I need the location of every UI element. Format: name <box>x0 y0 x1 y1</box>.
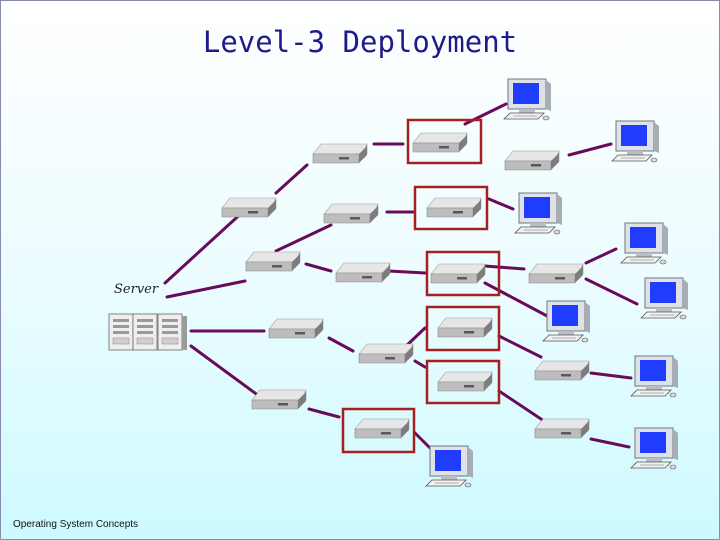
router-icon <box>430 263 486 284</box>
router-icon <box>504 150 560 171</box>
link <box>387 269 427 275</box>
highlight-box <box>406 118 483 165</box>
link <box>307 407 341 419</box>
links <box>163 102 639 451</box>
computer-icon <box>542 300 591 343</box>
router-icon <box>534 360 590 381</box>
router-icon <box>437 317 493 338</box>
computer-icon <box>640 277 689 320</box>
footer-text: Operating System Concepts <box>13 519 139 530</box>
link <box>163 207 248 285</box>
highlight-box <box>425 305 501 352</box>
computer-icon <box>620 222 669 265</box>
routers <box>221 132 590 439</box>
router-icon <box>437 371 493 392</box>
link <box>497 334 543 359</box>
link <box>413 431 433 451</box>
server-icon <box>108 313 188 351</box>
link <box>497 389 549 425</box>
router-icon <box>534 418 590 439</box>
link <box>483 264 526 271</box>
link <box>304 262 333 273</box>
server-label: Server <box>114 282 159 297</box>
link <box>413 359 427 369</box>
router-icon <box>528 263 584 284</box>
link <box>567 142 613 157</box>
router-icon <box>354 418 410 439</box>
computer-icon <box>630 355 679 398</box>
link <box>487 197 515 211</box>
router-icon <box>245 251 301 272</box>
router-icon <box>312 143 368 164</box>
router-icon <box>221 197 277 218</box>
highlight-box <box>341 407 416 454</box>
link <box>274 223 333 253</box>
router-icon <box>268 318 324 339</box>
link <box>165 279 247 299</box>
router-icon <box>358 343 414 364</box>
router-icon <box>323 203 379 224</box>
computer-icon <box>514 192 563 235</box>
router-icon <box>426 197 482 218</box>
slide-title: Level-3 Deployment <box>202 25 518 59</box>
link <box>584 247 618 265</box>
router-icon <box>335 262 391 283</box>
computer-icon <box>425 445 474 488</box>
router-icon <box>412 132 468 153</box>
highlight-box <box>413 185 489 231</box>
computer-icon <box>630 427 679 470</box>
link <box>589 371 633 380</box>
computer-icon <box>503 78 552 121</box>
highlight-boxes <box>341 118 501 454</box>
highlight-box <box>425 359 501 405</box>
router-icon <box>251 389 307 410</box>
link <box>189 344 261 398</box>
computer-icon <box>611 120 660 163</box>
link <box>274 163 309 195</box>
link <box>584 277 639 306</box>
link <box>483 281 551 319</box>
link <box>589 437 631 449</box>
highlight-box <box>425 250 501 297</box>
link <box>327 336 355 353</box>
